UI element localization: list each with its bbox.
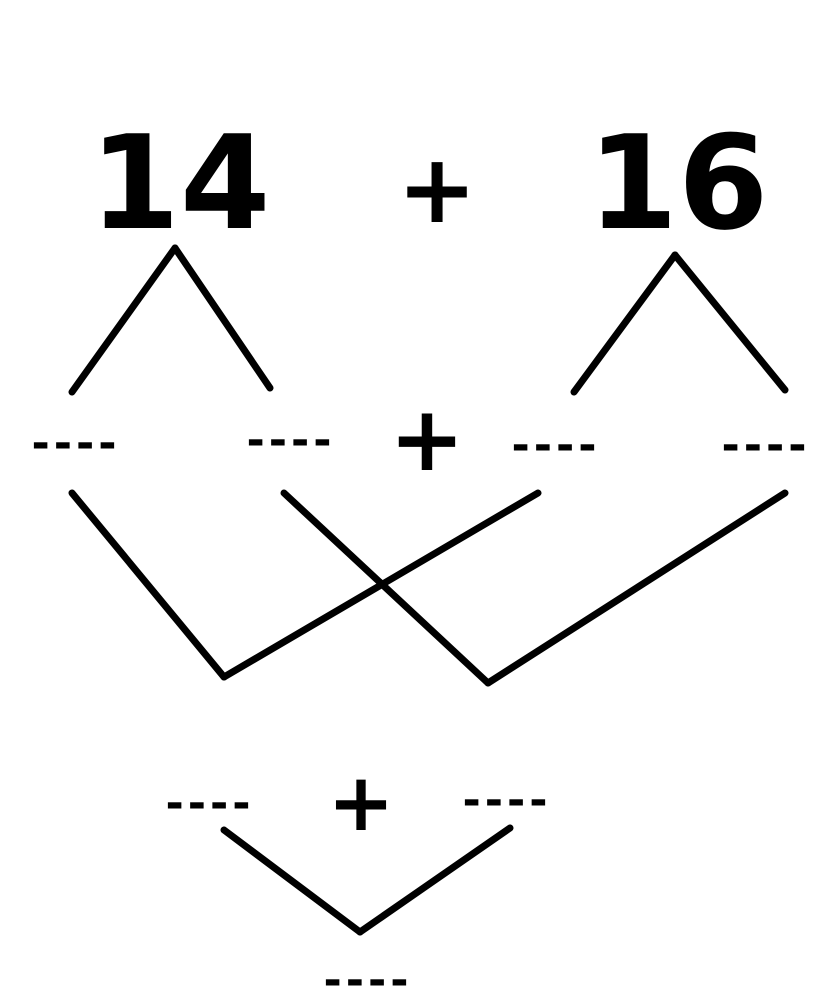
blank-part-3: ---- [511,420,600,471]
blank-part-1: ---- [31,418,120,469]
branch-16-left [570,251,679,396]
combine-line-1-to-left [68,489,228,681]
final-join-left [220,826,364,936]
final-join-right [356,824,514,936]
blank-part-4: ---- [721,420,810,471]
blank-result: ---- [323,955,412,1000]
number-16: 16 [588,107,769,259]
blank-sum-right: ---- [462,775,551,826]
blank-sum-left: ---- [165,778,254,829]
branch-16-right [671,251,789,394]
number-14: 14 [90,107,271,259]
plus-sign-bottom: + [327,756,394,849]
combine-line-4-to-right [484,489,789,687]
combine-line-2-to-right [280,489,492,687]
blank-part-2: ---- [246,415,335,466]
plus-sign-middle: + [389,387,464,492]
branch-14-right [171,244,274,392]
plus-sign-top: + [397,135,477,245]
branch-14-left [68,244,179,396]
